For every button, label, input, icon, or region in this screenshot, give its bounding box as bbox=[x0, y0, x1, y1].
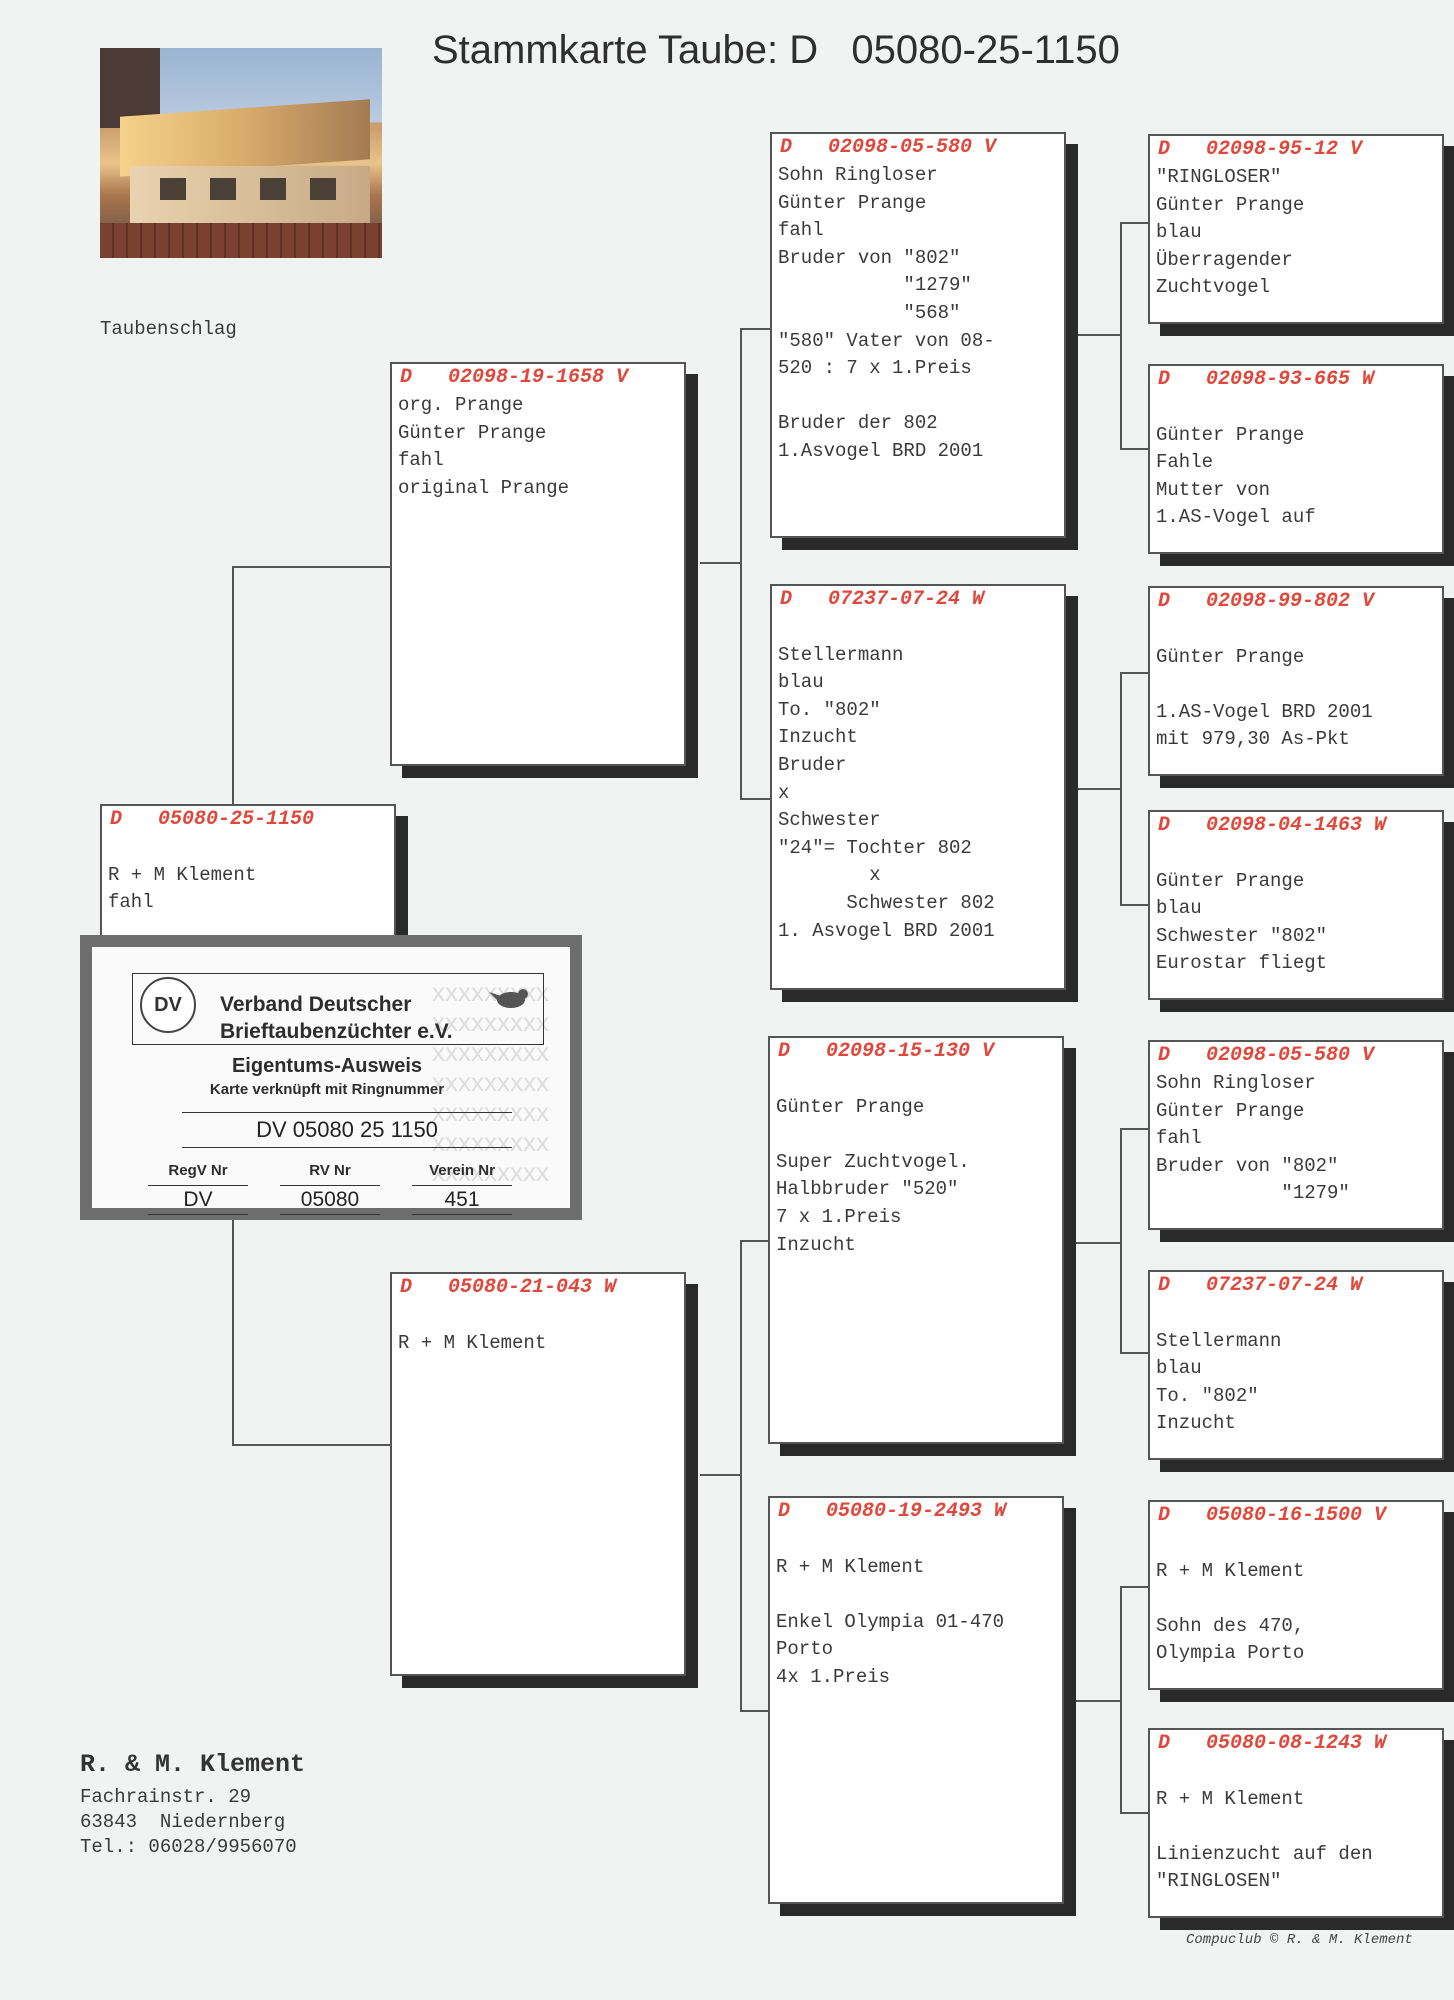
verein-value: 451 bbox=[412, 1185, 512, 1215]
rv-label: RV Nr bbox=[309, 1162, 351, 1179]
owner-block: R. & M. Klement Fachrainstr. 29 63843 Ni… bbox=[80, 1750, 305, 1860]
pedigree-box-mmf: D 05080-16-1500 V R + M Klement Sohn des… bbox=[1148, 1500, 1444, 1690]
box-text: Günter Prange Super Zuchtvogel. Halbbrud… bbox=[776, 1095, 970, 1256]
association-logo: DV bbox=[140, 977, 196, 1033]
pedigree-box-mfm: D 07237-07-24 W Stellermann blau To. "80… bbox=[1148, 1270, 1444, 1460]
box-text: Sohn Ringloser Günter Prange fahl Bruder… bbox=[1156, 1072, 1350, 1205]
pedigree-box-ff: D 02098-05-580 V Sohn Ringloser Günter P… bbox=[770, 132, 1066, 538]
pedigree-box-mff: D 02098-05-580 V Sohn Ringloser Günter P… bbox=[1148, 1040, 1444, 1230]
ring-number: D 05080-19-2493 W bbox=[778, 1500, 1007, 1523]
card-header-frame bbox=[132, 973, 544, 1045]
ring-number: D 07237-07-24 W bbox=[780, 588, 985, 611]
pedigree-box-fmm: D 02098-04-1463 W Günter Prange blau Sch… bbox=[1148, 810, 1444, 1000]
box-text: Stellermann blau To. "802" Inzucht Brude… bbox=[778, 643, 995, 942]
box-text: R + M Klement fahl bbox=[108, 863, 257, 914]
pedigree-box-fff: D 02098-95-12 V "RINGLOSER" Günter Prang… bbox=[1148, 134, 1444, 324]
verein-label: Verein Nr bbox=[429, 1162, 495, 1179]
pedigree-box-sire: D 02098-19-1658 V org. Prange Günter Pra… bbox=[390, 362, 686, 766]
box-text: Günter Prange Fahle Mutter von 1.AS-Voge… bbox=[1156, 423, 1316, 529]
rv-column: RV Nr 05080 bbox=[280, 1162, 380, 1215]
ring-number: D 02098-95-12 V bbox=[1158, 138, 1363, 161]
pigeon-icon bbox=[489, 989, 528, 1008]
regv-value: DV bbox=[148, 1185, 248, 1215]
ring-number: D 02098-05-580 V bbox=[1158, 1044, 1375, 1067]
rv-value: 05080 bbox=[280, 1185, 380, 1215]
box-text: Stellermann blau To. "802" Inzucht bbox=[1156, 1329, 1282, 1435]
ring-number: D 02098-05-580 V bbox=[780, 136, 997, 159]
ownership-card: xxxxxxxxx xxxxxxxxx xxxxxxxxx xxxxxxxxx … bbox=[80, 935, 582, 1220]
pedigree-box-fmf: D 02098-99-802 V Günter Prange 1.AS-Voge… bbox=[1148, 586, 1444, 776]
box-text: R + M Klement Linienzucht auf den "RINGL… bbox=[1156, 1787, 1373, 1893]
owner-address: Fachrainstr. 29 63843 Niedernberg Tel.: … bbox=[80, 1786, 297, 1858]
box-text: Günter Prange 1.AS-Vogel BRD 2001 mit 97… bbox=[1156, 645, 1373, 751]
footer-credit: Compuclub © R. & M. Klement bbox=[1186, 1932, 1413, 1948]
owner-name: R. & M. Klement bbox=[80, 1750, 306, 1779]
box-text: "RINGLOSER" Günter Prange blau Überragen… bbox=[1156, 166, 1305, 299]
pedigree-box-dam: D 05080-21-043 W R + M Klement bbox=[390, 1272, 686, 1676]
ring-number: D 07237-07-24 W bbox=[1158, 1274, 1363, 1297]
page-title: Stammkarte Taube: D 05080-25-1150 bbox=[432, 28, 1120, 72]
association-name: Verband Deutscher Brieftaubenzüchter e.V… bbox=[220, 993, 453, 1043]
card-subheading: Karte verknüpft mit Ringnummer bbox=[209, 1081, 445, 1098]
ring-number: D 02098-93-665 W bbox=[1158, 368, 1375, 391]
box-text: Günter Prange blau Schwester "802" Euros… bbox=[1156, 869, 1328, 975]
verein-column: Verein Nr 451 bbox=[412, 1162, 512, 1215]
photo-caption: Taubenschlag bbox=[100, 318, 237, 340]
box-text: R + M Klement Sohn des 470, Olympia Port… bbox=[1156, 1559, 1305, 1665]
ring-number: D 05080-25-1150 bbox=[110, 808, 315, 831]
regv-label: RegV Nr bbox=[168, 1162, 228, 1179]
box-text: R + M Klement Enkel Olympia 01-470 Porto… bbox=[776, 1555, 1005, 1688]
regv-column: RegV Nr DV bbox=[148, 1162, 248, 1215]
ring-number: D 02098-04-1463 W bbox=[1158, 814, 1387, 837]
box-text: org. Prange Günter Prange fahl original … bbox=[398, 394, 570, 499]
ring-number: D 05080-16-1500 V bbox=[1158, 1504, 1387, 1527]
ring-number: D 02098-19-1658 V bbox=[400, 366, 629, 389]
card-heading: Eigentums-Ausweis bbox=[231, 1055, 423, 1077]
loft-photo bbox=[100, 48, 382, 258]
ring-number: D 05080-21-043 W bbox=[400, 1276, 617, 1299]
box-text: Sohn Ringloser Günter Prange fahl Bruder… bbox=[778, 164, 995, 462]
pedigree-box-root: D 05080-25-1150 R + M Klement fahl bbox=[100, 804, 396, 948]
pedigree-box-mmm: D 05080-08-1243 W R + M Klement Linienzu… bbox=[1148, 1728, 1444, 1918]
box-text: R + M Klement bbox=[398, 1331, 547, 1354]
ring-number-field: DV 05080 25 1150 bbox=[182, 1112, 512, 1148]
ring-number: D 02098-15-130 V bbox=[778, 1040, 995, 1063]
pedigree-box-mf: D 02098-15-130 V Günter Prange Super Zuc… bbox=[768, 1036, 1064, 1444]
ring-number: D 05080-08-1243 W bbox=[1158, 1732, 1387, 1755]
pedigree-box-ffm: D 02098-93-665 W Günter Prange Fahle Mut… bbox=[1148, 364, 1444, 554]
ring-number: D 02098-99-802 V bbox=[1158, 590, 1375, 613]
pedigree-box-fm: D 07237-07-24 W Stellermann blau To. "80… bbox=[770, 584, 1066, 990]
pedigree-box-mm: D 05080-19-2493 W R + M Klement Enkel Ol… bbox=[768, 1496, 1064, 1904]
